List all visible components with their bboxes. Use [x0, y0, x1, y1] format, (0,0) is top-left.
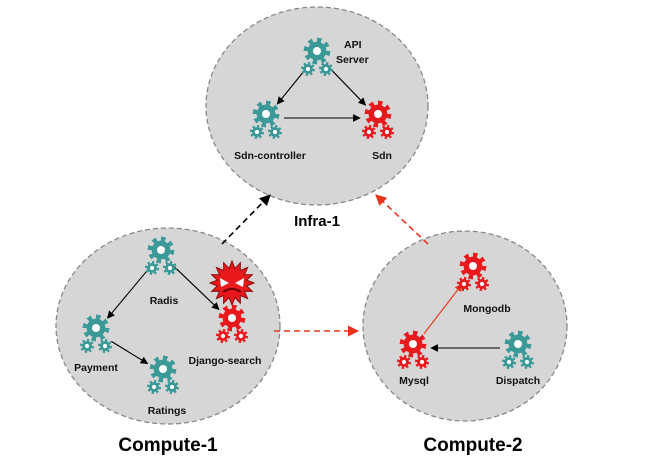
gears-icon-hub: [479, 281, 485, 287]
gears-icon-hub: [159, 365, 167, 373]
payment-label: Payment: [74, 362, 118, 374]
edge-radis-to-django: [173, 266, 220, 311]
host-label-infra-1: Infra-1: [294, 213, 340, 230]
gears-icon-hub: [157, 246, 165, 254]
ratings-label: Ratings: [148, 405, 187, 417]
gears-icon-hub: [254, 129, 260, 135]
service-dispatch[interactable]: [501, 330, 535, 370]
sdn-label: Sdn: [372, 150, 392, 162]
host-compute-2: [362, 230, 568, 422]
api-label-line-1: API: [344, 39, 362, 51]
gears-icon-hub: [305, 66, 311, 72]
gears-icon-hub: [262, 110, 270, 118]
gears-icon-hub: [84, 343, 90, 349]
sdn-controller-label: Sdn-controller: [234, 150, 306, 162]
gears-icon-hub: [323, 66, 329, 72]
api-label-line-2: Server: [336, 54, 369, 66]
gears-icon-hub: [228, 314, 236, 322]
gears-icon-hub: [524, 359, 530, 365]
edge-api-to-sdnctl: [276, 68, 307, 105]
edge-layer: [107, 67, 500, 365]
gears-icon-hub: [366, 129, 372, 135]
gears-icon-hub: [469, 262, 477, 270]
edge-compute2-to-infra: [375, 194, 429, 245]
gears-icon-hub: [149, 265, 155, 271]
mongodb-label: Mongodb: [463, 303, 510, 315]
gears-icon-hub: [313, 47, 321, 55]
edge-api-to-sdn: [329, 67, 367, 106]
gears-icon-hub: [167, 265, 173, 271]
edge-radis-to-payment: [107, 267, 150, 319]
dispatch-label: Dispatch: [496, 375, 540, 387]
edge-mysql-to-mongodb: [423, 283, 463, 335]
gears-icon-hub: [401, 359, 407, 365]
gears-icon-hub: [151, 384, 157, 390]
edge-payment-to-ratings: [111, 340, 149, 365]
gears-icon-hub: [102, 343, 108, 349]
gears-icon-hub: [374, 110, 382, 118]
service-mongodb[interactable]: [456, 252, 490, 292]
mysql-label: Mysql: [399, 375, 429, 387]
gears-icon-hub: [272, 129, 278, 135]
edge-compute1-to-infra: [221, 194, 271, 245]
host-infra-1: [205, 6, 429, 206]
host-label-compute-2: Compute-2: [423, 435, 522, 456]
service-mysql[interactable]: [396, 330, 430, 370]
gears-icon-hub: [220, 333, 226, 339]
django-search-label: Django-search: [189, 355, 262, 367]
gears-icon-hub: [506, 359, 512, 365]
gears-icon-hub: [419, 359, 425, 365]
node-layer: [79, 37, 535, 395]
gears-icon-hub: [169, 384, 175, 390]
gears-icon-hub: [92, 324, 100, 332]
malware-icon: [208, 259, 256, 307]
gears-icon-hub: [409, 340, 417, 348]
gears-icon-hub: [384, 129, 390, 135]
host-label-compute-1: Compute-1: [118, 435, 218, 456]
gears-icon-hub: [461, 281, 467, 287]
radis-label: Radis: [150, 295, 179, 307]
gears-icon-hub: [514, 340, 522, 348]
gears-icon-hub: [238, 333, 244, 339]
